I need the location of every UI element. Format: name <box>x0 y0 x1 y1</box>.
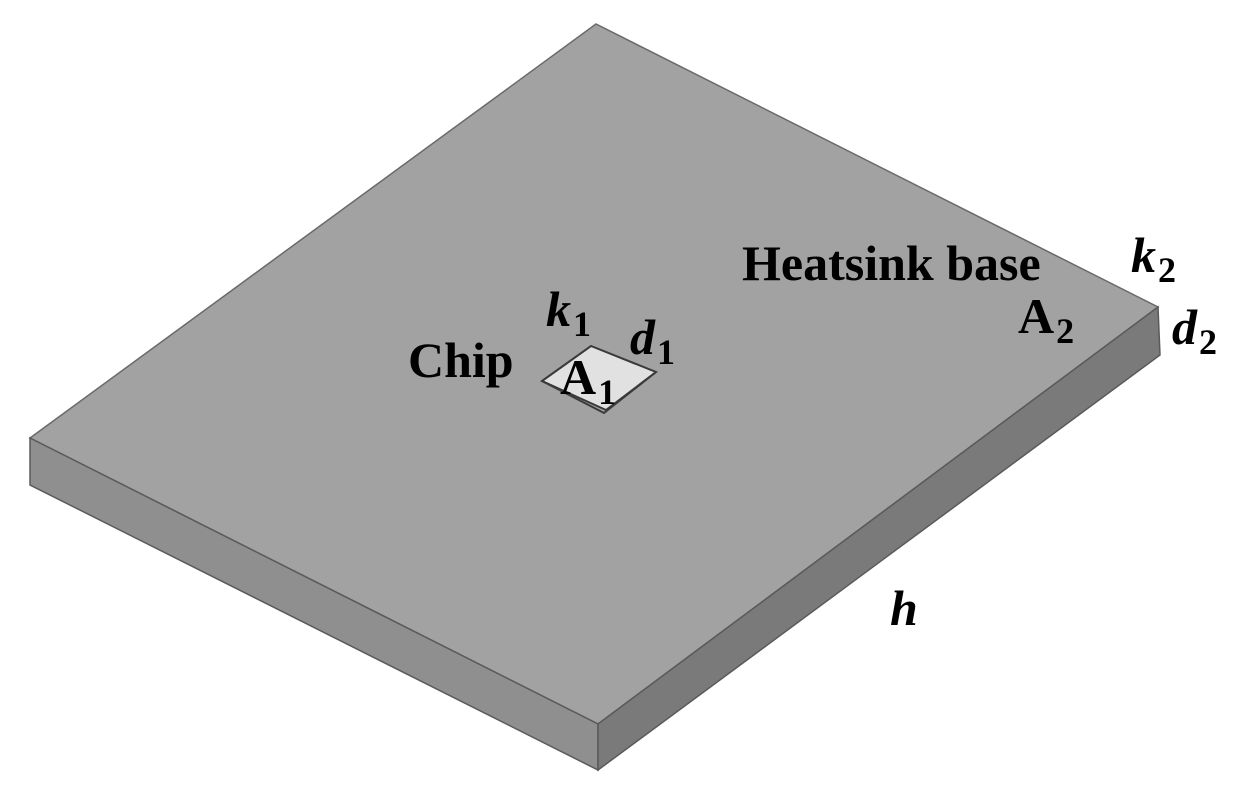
base-thickness-symbol: d <box>1172 299 1198 355</box>
base-area-label: A2 <box>1018 288 1074 351</box>
base-area-symbol: A <box>1018 288 1054 344</box>
chip-conductivity-symbol: k <box>546 281 571 337</box>
base-conductivity-symbol: k <box>1131 227 1156 283</box>
chip-edge <box>541 371 657 415</box>
chip-conductivity-subscript: 1 <box>573 304 591 344</box>
heatsink-base-label: Heatsink base <box>742 235 1041 291</box>
heat-transfer-coefficient-label: h <box>890 580 918 636</box>
base-thickness-subscript: 2 <box>1199 322 1217 362</box>
base-conductivity-label: k2 <box>1131 227 1176 290</box>
base-conductivity-subscript: 2 <box>1158 250 1176 290</box>
chip-area-label: A1 <box>560 349 616 412</box>
chip-area-symbol: A <box>560 349 596 405</box>
base-thickness-label: d2 <box>1172 299 1217 362</box>
chip-label: Chip <box>408 332 514 388</box>
chip-thickness-symbol: d <box>630 309 656 365</box>
chip <box>540 344 659 415</box>
chip-conductivity-label: k1 <box>546 281 591 344</box>
chip-thickness-subscript: 1 <box>657 332 675 372</box>
chip-area-subscript: 1 <box>598 372 616 412</box>
base-area-subscript: 2 <box>1056 311 1074 351</box>
chip-thickness-label: d1 <box>630 309 675 372</box>
plate-right-side-face <box>597 305 1161 772</box>
